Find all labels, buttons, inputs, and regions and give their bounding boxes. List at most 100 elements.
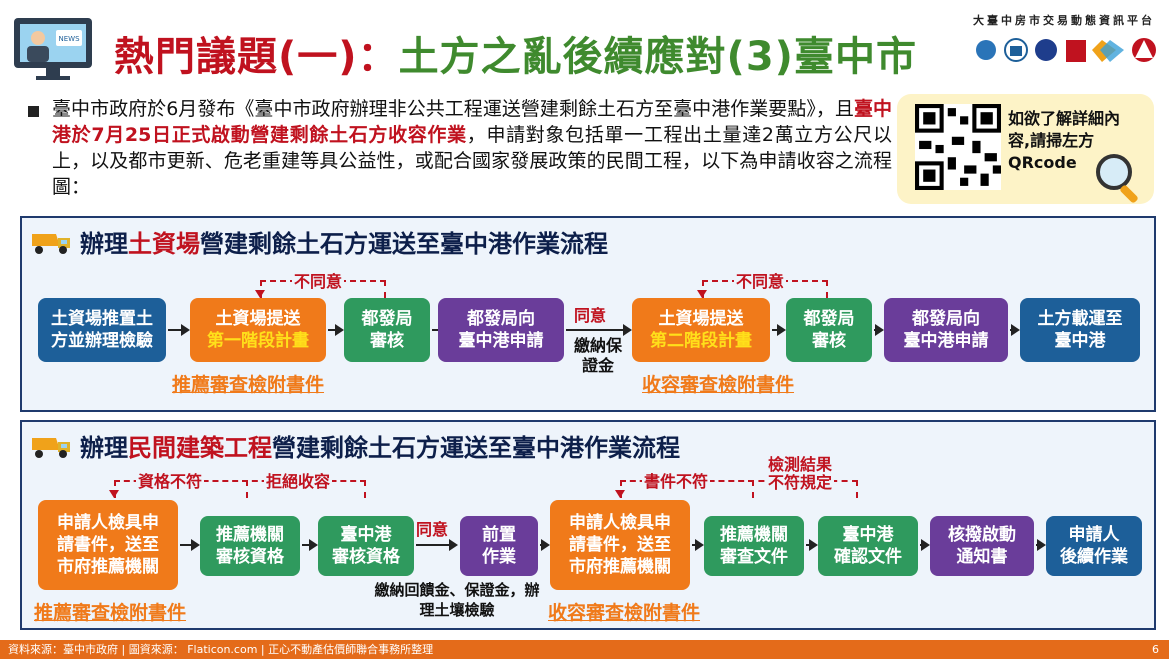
step-line: 臺中港 <box>842 525 894 545</box>
flow-arrow <box>772 324 786 336</box>
dump-truck-icon <box>32 234 70 254</box>
step-line: 方並辦理檢驗 <box>51 331 153 351</box>
flow-step-3: 都發局審核 <box>344 298 430 362</box>
flow-arrow <box>874 324 884 336</box>
reject-label-1: 不同意 <box>292 268 345 292</box>
flow-step-8: 核撥啟動通知書 <box>930 516 1034 576</box>
flow-panel-landfill: 辦理土資場營建剩餘土石方運送至臺中港作業流程 土資場推置土方並辦理檢驗 土資場提… <box>20 216 1156 412</box>
flow-arrow-agree <box>566 324 632 336</box>
flow-arrow <box>168 324 190 336</box>
pre-work-note: 繳納回饋金、保證金，辦理土壤檢驗 <box>374 581 540 619</box>
reject-arrowhead <box>697 290 707 298</box>
step-line: 確認文件 <box>834 547 902 567</box>
doc-label-1: 推薦審查檢附書件 <box>172 374 325 396</box>
step-line: 推薦機關 <box>720 525 788 545</box>
page-number: 6 <box>1152 643 1159 656</box>
deposit-note: 繳納保證金 <box>573 336 622 375</box>
step-line: 後續作業 <box>1060 547 1128 567</box>
partner-logos <box>976 38 1156 62</box>
platform-name: 大臺中房市交易動態資訊平台 <box>973 14 1155 27</box>
magnifier-icon <box>1096 154 1138 203</box>
panel-title-highlight: 土資場 <box>128 230 200 258</box>
title-part-green: 土方之亂後續應對(3)臺中市 <box>398 34 917 80</box>
step-line: 請書件，送至 <box>569 535 671 555</box>
flow-step-1: 土資場推置土方並辦理檢驗 <box>38 298 166 362</box>
intro-highlight: 臺中港於7月25日正式啟動營建剩餘土石方收容作業 <box>52 98 892 146</box>
step-line: 作業 <box>482 547 516 567</box>
flow-step-1: 申請人檢具申請書件，送至市府推薦機關 <box>38 500 178 590</box>
title-part-red: 熱門議題(一)： <box>114 34 399 80</box>
reject-arrowhead <box>255 290 265 298</box>
source-note: 資料來源：臺中市政府 | 圖資來源： Flaticon.com | 正心不動產估… <box>8 643 434 656</box>
step-line: 審核資格 <box>216 547 284 567</box>
qr-code[interactable] <box>915 104 1001 190</box>
step-line: 審核資格 <box>332 547 400 567</box>
flow-step-5: 土資場提送第二階段計畫 <box>632 298 770 362</box>
reject-label-2: 拒絕收容 <box>264 468 333 492</box>
bullet-marker <box>28 106 39 117</box>
step-line: 審查文件 <box>720 547 788 567</box>
step-line: 土資場推置土 <box>51 309 153 329</box>
step-line: 都發局 <box>361 309 413 329</box>
step-line: 土方載運至 <box>1037 309 1123 329</box>
step-line: 都發局向 <box>912 309 980 329</box>
intro-text: 臺中市政府於6月發布《臺中市政府辦理非公共工程運送營建剩餘土石方至臺中港作業要點… <box>52 98 854 120</box>
qr-instruction: 如欲了解詳細內容,請掃左方QRcode <box>1008 109 1121 172</box>
step-line: 申請人檢具申 <box>569 513 671 533</box>
agree-label: 同意 <box>574 306 607 325</box>
reject-arrowhead <box>615 490 625 498</box>
flow-step-2: 土資場提送第一階段計畫 <box>190 298 326 362</box>
step-line: 土資場提送 <box>658 309 744 329</box>
step-line: 臺中港申請 <box>458 331 544 351</box>
panel-title-suffix: 營建剩餘土石方運送至臺中港作業流程 <box>200 230 608 258</box>
page-title: 熱門議題(一)：土方之亂後續應對(3)臺中市 <box>114 24 917 82</box>
step-line: 臺中港 <box>340 525 392 545</box>
flow-step-5: 申請人檢具申請書件，送至市府推薦機關 <box>550 500 690 590</box>
news-presenter-icon: NEWS <box>14 18 92 80</box>
step-line: 臺中港申請 <box>903 331 989 351</box>
panel-title-suffix: 營建剩餘土石方運送至臺中港作業流程 <box>272 434 680 462</box>
flow-arrow <box>302 539 318 551</box>
reject-arrowhead <box>109 490 119 498</box>
agree-label: 同意 <box>416 520 449 539</box>
flow-arrow <box>540 539 550 551</box>
reject-label-2: 不同意 <box>734 268 787 292</box>
intro-paragraph: 臺中市政府於6月發布《臺中市政府辦理非公共工程運送營建剩餘土石方至臺中港作業要點… <box>52 96 892 200</box>
flow-arrow <box>180 539 200 551</box>
panel-title-highlight: 民間建築工程 <box>128 434 272 462</box>
flow-arrow <box>1036 539 1046 551</box>
step-line-highlight: 第二階段計畫 <box>650 331 752 351</box>
flow-step-3: 臺中港審核資格 <box>318 516 414 576</box>
intro-text-rest: ，申請對象包括單一工程出土量達2萬立方公尺以上，以及都市更新、危老重建等具公益性… <box>52 124 892 198</box>
step-line: 土資場提送 <box>215 309 301 329</box>
step-line: 審核 <box>370 331 404 351</box>
step-line: 市府推薦機關 <box>569 557 671 577</box>
flow-arrow <box>806 539 818 551</box>
reject-label-4: 檢測結果 不符規定 <box>766 456 835 492</box>
step-line: 都發局向 <box>467 309 535 329</box>
footer-bar: 資料來源：臺中市政府 | 圖資來源： Flaticon.com | 正心不動產估… <box>0 640 1169 659</box>
panel-title: 辦理土資場營建剩餘土石方運送至臺中港作業流程 <box>80 224 608 259</box>
reject-label-line: 不符規定 <box>768 473 833 492</box>
dump-truck-icon <box>32 438 70 458</box>
svg-text:NEWS: NEWS <box>58 35 80 43</box>
flow-arrow-agree <box>416 539 458 551</box>
panel-title: 辦理民間建築工程營建剩餘土石方運送至臺中港作業流程 <box>80 428 680 463</box>
doc-label-2: 收容審查檢附書件 <box>642 374 795 396</box>
step-line: 推薦機關 <box>216 525 284 545</box>
step-line: 請書件，送至 <box>57 535 159 555</box>
step-line: 都發局 <box>803 309 855 329</box>
flow-step-4: 都發局向臺中港申請 <box>438 298 564 362</box>
flow-step-7: 都發局向臺中港申請 <box>884 298 1008 362</box>
flow-step-6: 都發局審核 <box>786 298 872 362</box>
flow-panel-private: 辦理民間建築工程營建剩餘土石方運送至臺中港作業流程 申請人檢具申請書件，送至市府… <box>20 420 1156 630</box>
flow-step-6: 推薦機關審查文件 <box>704 516 804 576</box>
step-line: 核撥啟動 <box>948 525 1016 545</box>
flow-step-4: 前置作業 <box>460 516 538 576</box>
flow-arrow <box>920 539 930 551</box>
panel-title-prefix: 辦理 <box>80 434 128 462</box>
step-line-highlight: 第一階段計畫 <box>207 331 309 351</box>
step-line: 通知書 <box>956 547 1008 567</box>
flow-arrow <box>1010 324 1020 336</box>
doc-label-2: 收容審查檢附書件 <box>548 602 701 624</box>
